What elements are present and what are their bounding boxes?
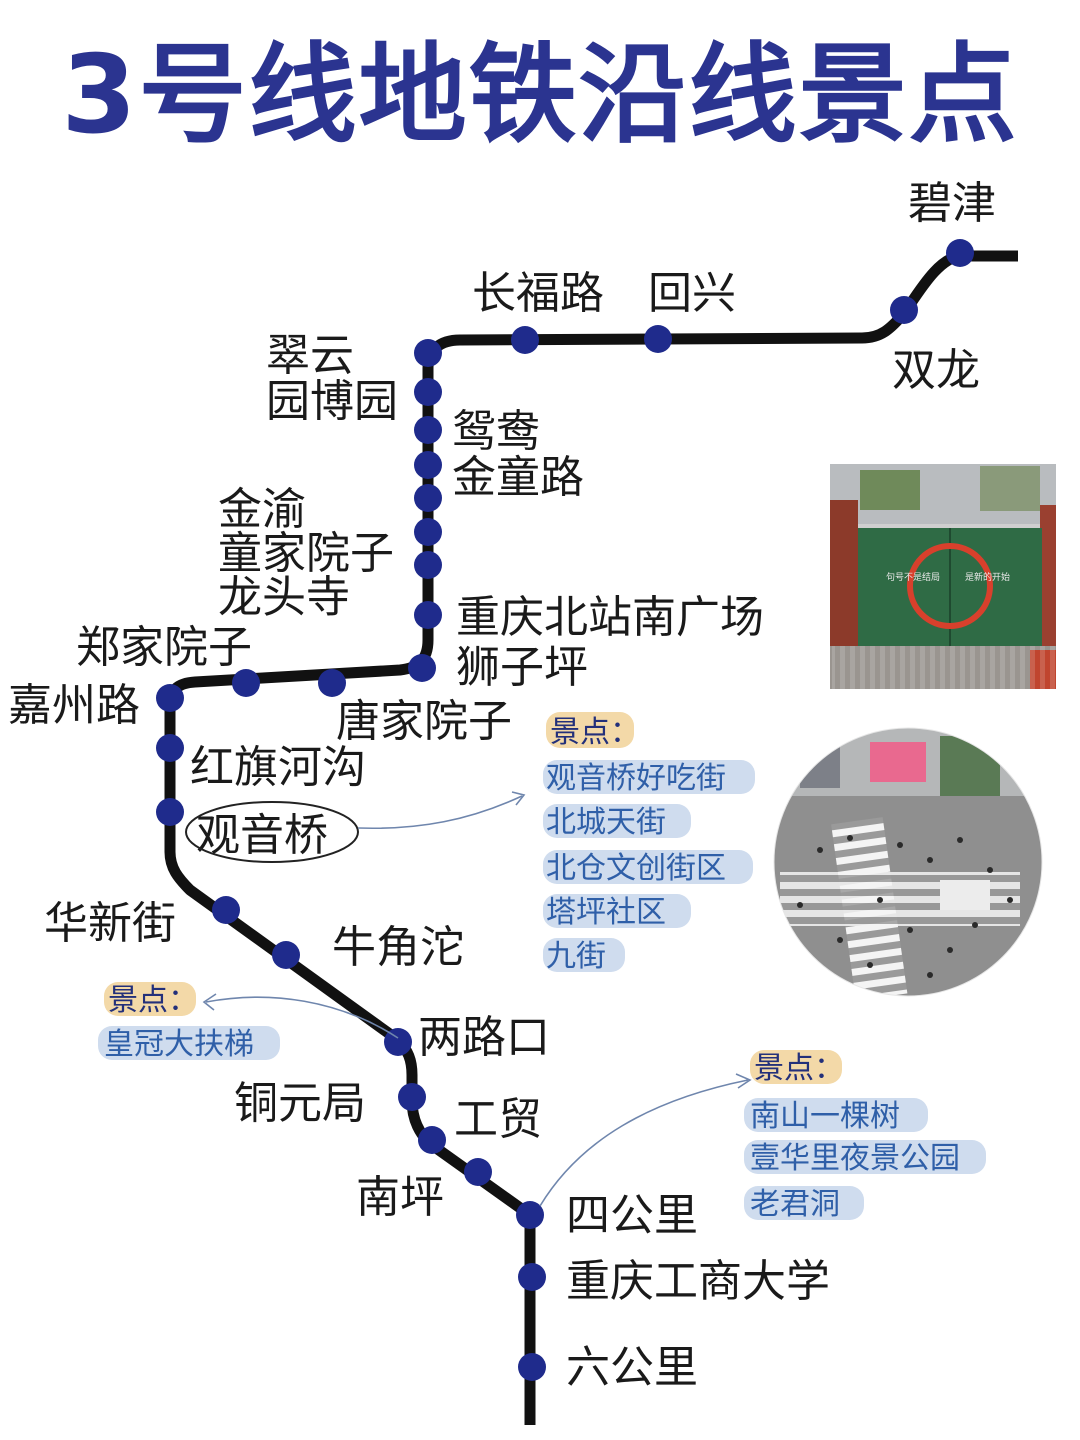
gate-text-left: 句号不是结局 <box>886 571 940 583</box>
attractions-header: 景点： <box>754 1051 844 1086</box>
station-dots <box>156 239 974 1381</box>
attraction-item: 北仓文创街区 <box>546 851 726 886</box>
dot-yuanboyuan <box>414 378 442 406</box>
station-yuanboyuan: 园博园 <box>266 376 398 427</box>
dot-tongyuanju <box>398 1083 426 1111</box>
arrows <box>202 791 752 1207</box>
attractions-header: 景点： <box>550 715 640 750</box>
dot-nanping <box>464 1158 492 1186</box>
attractions-sigongli: 景点： 南山一棵树 壹华里夜景公园 老君洞 <box>744 1050 986 1222</box>
station-lianglukou: 两路口 <box>418 1012 550 1063</box>
station-ctbu: 重庆工商大学 <box>566 1256 830 1307</box>
dot-zhengjiayuanzi <box>232 669 260 697</box>
dot-liugongli <box>518 1353 546 1381</box>
dot-yuanyang <box>414 416 442 444</box>
station-guanyinqiao: 观音桥 <box>196 810 328 861</box>
dot-jinyu <box>414 484 442 512</box>
station-huixing: 回兴 <box>648 268 736 319</box>
station-longtousi: 龙头寺 <box>218 572 350 623</box>
dot-ctbu <box>518 1263 546 1291</box>
station-zhengjiayuanzi: 郑家院子 <box>76 622 252 673</box>
station-liugongli: 六公里 <box>566 1342 698 1393</box>
station-hongqihegou: 红旗河沟 <box>190 742 366 793</box>
dot-tangjiayuanzi <box>318 669 346 697</box>
station-yuanyang: 鸳鸯 <box>452 406 540 457</box>
attraction-item: 老君洞 <box>750 1187 840 1222</box>
station-sigongli: 四公里 <box>566 1190 698 1241</box>
attraction-item: 南山一棵树 <box>750 1099 900 1134</box>
gate-text-right: 是新的开始 <box>965 571 1010 583</box>
dot-shiziping <box>408 654 436 682</box>
dot-lianglukou <box>384 1028 412 1056</box>
dot-tongjiayuanzi <box>414 518 442 546</box>
station-tangjiayuanzi: 唐家院子 <box>336 696 512 747</box>
arrow-icon <box>539 1079 749 1207</box>
station-shiziping: 狮子坪 <box>456 642 588 693</box>
dot-changfulu <box>511 326 539 354</box>
dot-sigongli <box>516 1201 544 1229</box>
station-chongqingbeizhan: 重庆北站南广场 <box>456 592 764 643</box>
dot-bijin <box>946 239 974 267</box>
photo-plaza <box>774 728 1042 996</box>
attraction-item: 壹华里夜景公园 <box>750 1141 960 1176</box>
attraction-item: 皇冠大扶梯 <box>104 1027 254 1062</box>
dot-chongqingbeizhan <box>414 601 442 629</box>
station-tongjiayuanzi: 童家院子 <box>218 528 394 579</box>
station-cuiyun: 翠云 <box>266 330 354 381</box>
station-bijin: 碧津 <box>908 178 996 229</box>
circled-guanyinqiao-outline <box>185 801 359 863</box>
arrow-icon <box>205 996 399 1039</box>
attraction-item: 九街 <box>546 939 606 974</box>
attractions-header: 景点： <box>108 983 198 1018</box>
attraction-item: 观音桥好吃街 <box>546 761 726 796</box>
photo-gate: 句号不是结局 是新的开始 <box>830 464 1056 689</box>
station-labels: 碧津 双龙 回兴 长福路 翠云 园博园 鸳鸯 金童路 金渝 童家院子 龙头寺 重… <box>8 178 996 1393</box>
dot-cuiyun <box>414 339 442 367</box>
station-jinyu: 金渝 <box>218 484 306 535</box>
dot-huixing <box>644 325 672 353</box>
attractions-guanyinqiao: 景点： 观音桥好吃街 北城天街 北仓文创街区 塔坪社区 九街 <box>543 712 755 974</box>
station-huaxinjie: 华新街 <box>44 898 176 949</box>
dot-guanyinqiao <box>156 798 184 826</box>
dot-huaxinjie <box>212 896 240 924</box>
attractions-lianglukou: 景点： 皇冠大扶梯 <box>98 982 280 1062</box>
station-jintonglu: 金童路 <box>452 452 584 503</box>
dot-gongmao <box>418 1126 446 1154</box>
dot-jiazhoulu <box>156 684 184 712</box>
station-changfulu: 长福路 <box>472 268 604 319</box>
dot-jintonglu <box>414 451 442 479</box>
station-jiazhoulu: 嘉州路 <box>8 680 140 731</box>
dot-shuanglong <box>890 296 918 324</box>
station-tongyuanju: 铜元局 <box>234 1078 366 1129</box>
arrow-icon <box>357 795 523 830</box>
station-nanping: 南坪 <box>356 1172 444 1223</box>
attraction-item: 塔坪社区 <box>546 895 666 930</box>
dot-hongqihegou <box>156 734 184 762</box>
dot-niujiaotuo <box>272 941 300 969</box>
page-title: 3号线地铁沿线景点 <box>61 33 1018 158</box>
dot-longtousi <box>414 551 442 579</box>
station-shuanglong: 双龙 <box>892 345 980 396</box>
attraction-item: 北城天街 <box>546 805 666 840</box>
station-gongmao: 工贸 <box>454 1094 542 1145</box>
station-niujiaotuo: 牛角沱 <box>332 922 464 973</box>
